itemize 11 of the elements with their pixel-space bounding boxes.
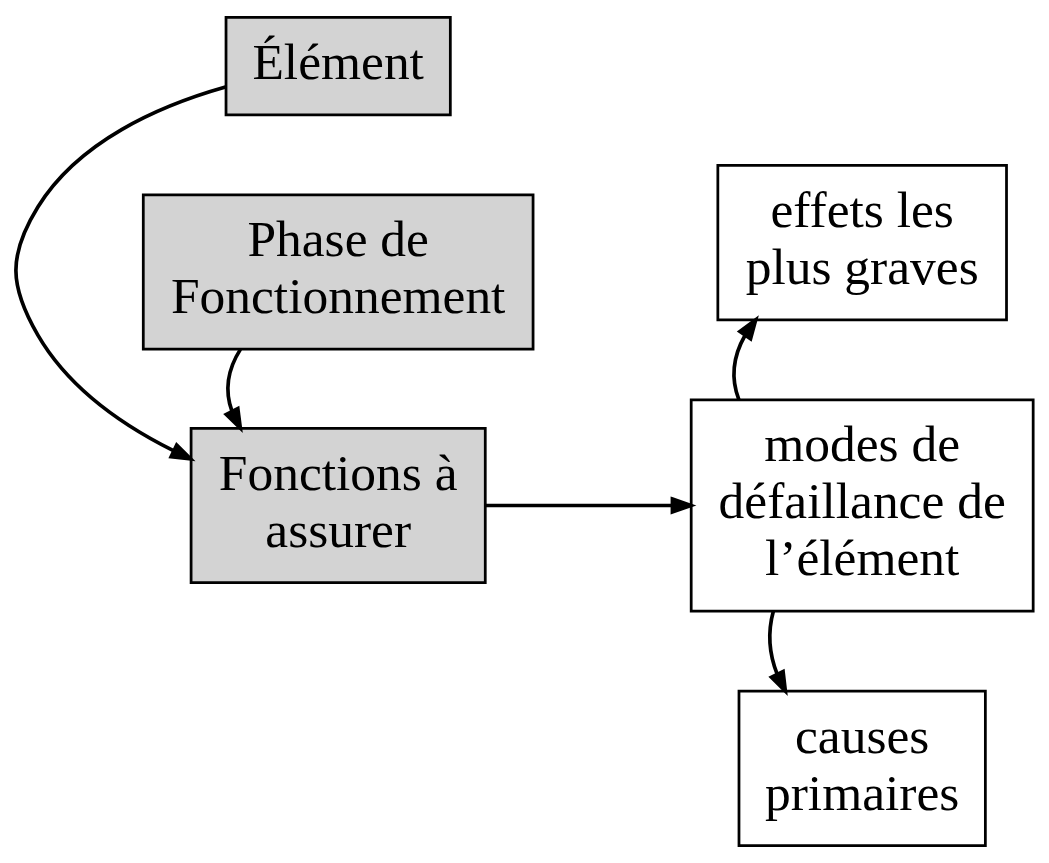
arrow — [223, 348, 243, 433]
node-box: Élément — [224, 15, 452, 117]
arrow — [767, 610, 788, 696]
arrow — [485, 496, 697, 515]
node-box: causes primaires — [737, 689, 987, 848]
node-box: Fonctions à assurer — [189, 426, 487, 585]
node-box: Phase de Fonctionnement — [141, 193, 535, 351]
arrow — [732, 315, 759, 401]
arrow — [14, 85, 226, 462]
node-box: modes de défaillance de l’élément — [689, 398, 1035, 613]
node-box: effets les plus graves — [716, 164, 1008, 322]
